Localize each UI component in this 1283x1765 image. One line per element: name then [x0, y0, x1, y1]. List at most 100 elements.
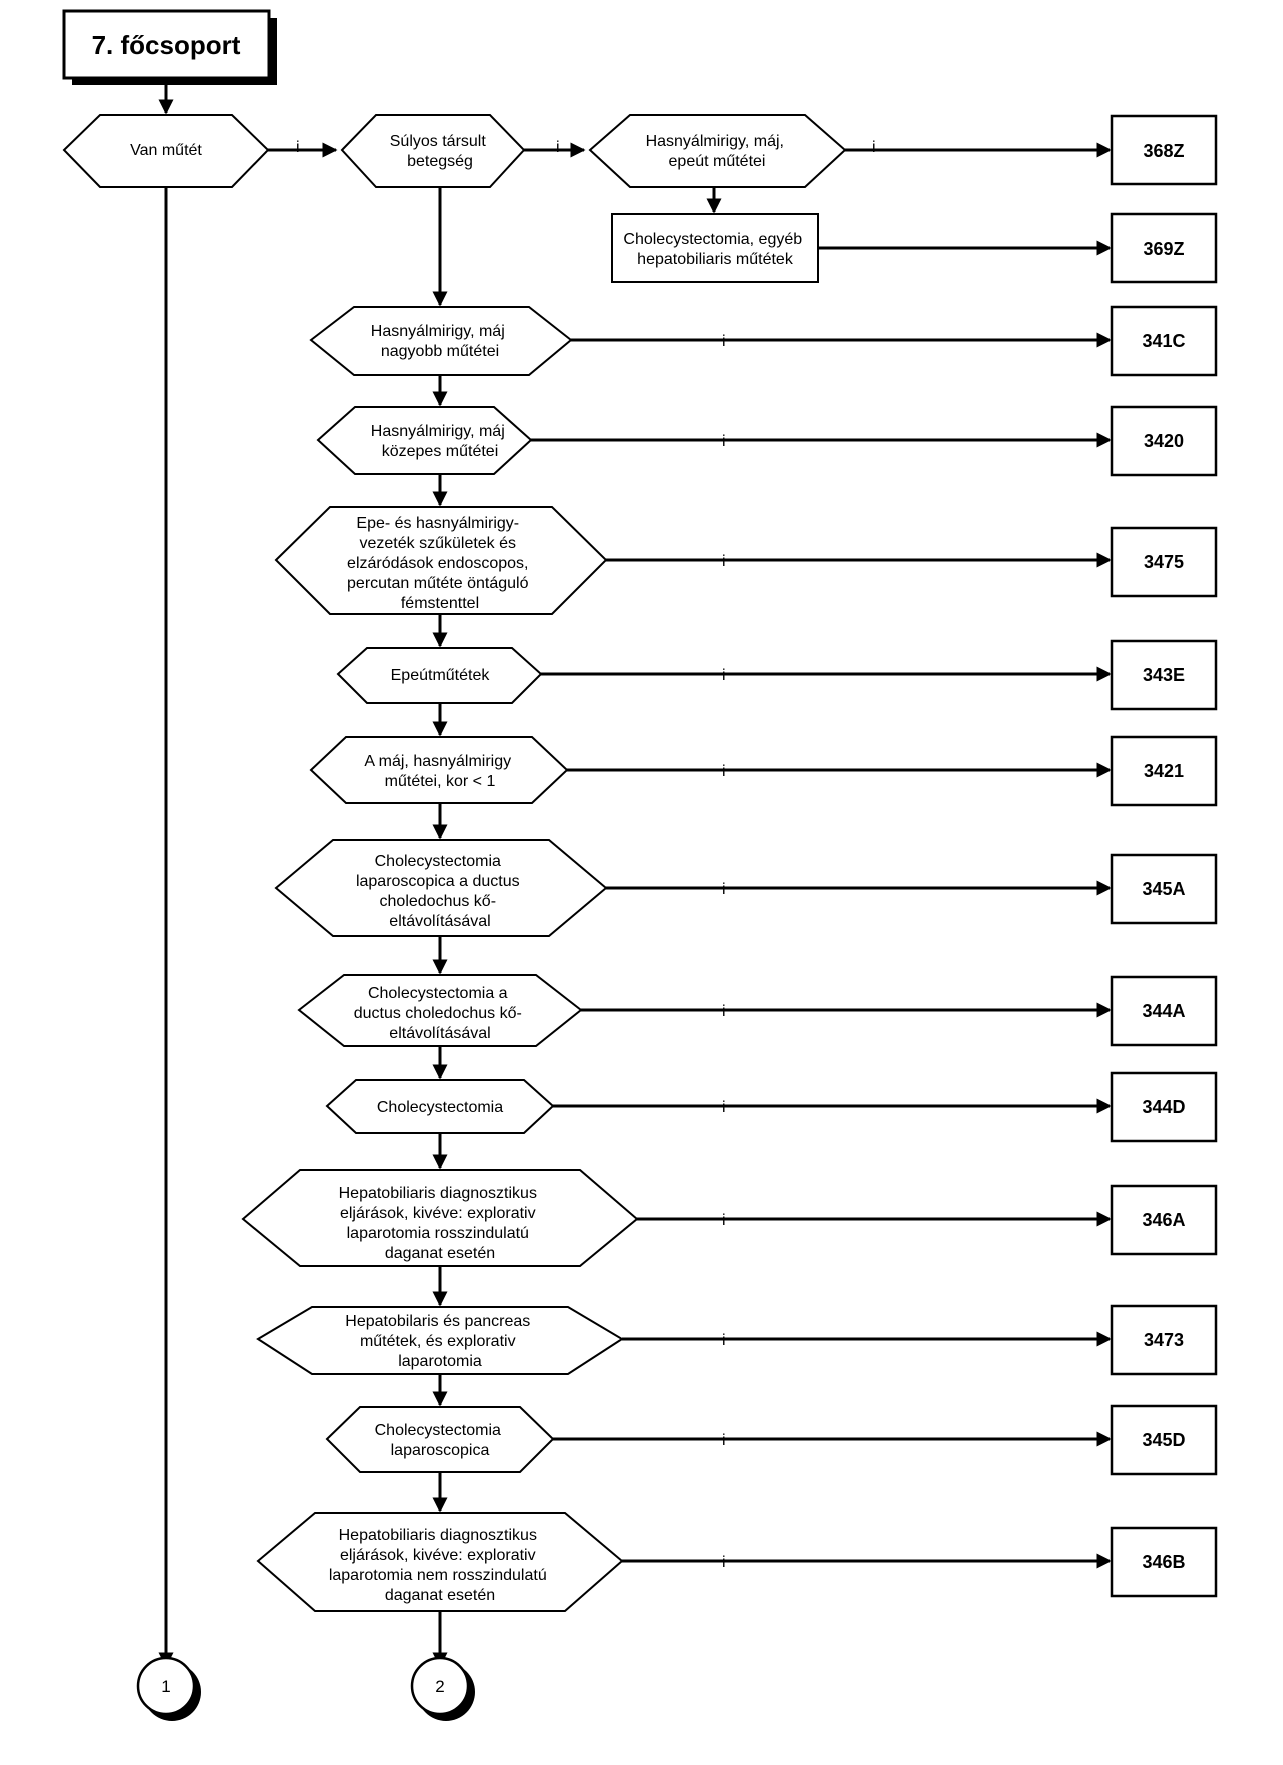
connector-label: 2: [435, 1677, 444, 1696]
code-label: 344D: [1142, 1097, 1185, 1117]
decision-diagnosztikus-nem-rosszindulatu: Hepatobiliaris diagnosztikus eljárások, …: [256, 1512, 624, 1612]
node-line: Hasnyálmirigy, máj: [371, 323, 505, 340]
yes-label: i: [296, 139, 300, 156]
node-line: daganat esetén: [385, 1587, 495, 1604]
svg-text:Cholecystectomia: Cholecystectomia: [377, 1099, 503, 1116]
svg-text:Epeútműtétek: Epeútműtétek: [391, 667, 491, 684]
node-line: percutan műtéte öntáguló: [347, 575, 529, 592]
node-line: choledochus kő-: [380, 893, 497, 910]
process-cholecystectomia-egyeb: Cholecystectomia, egyéb hepatobiliaris m…: [611, 213, 819, 283]
node-line: ductus choledochus kő-: [354, 1005, 522, 1022]
result-box-368z: 368Z: [1110, 114, 1218, 186]
result-box-344a: 344A: [1110, 975, 1218, 1047]
node-line: hepatobiliaris műtétek: [637, 251, 794, 268]
svg-text:Hepatobilaris és pancreas: Hepatobilaris és pancreas műtétek, és ex…: [345, 1313, 534, 1370]
decision-endoscopos-femstent: Epe- és hasnyálmirigy- vezeték szűkülete…: [274, 506, 608, 615]
decision-sulyos-tarsult-betegseg: Súlyos társult betegség: [340, 114, 526, 188]
node-line: elzáródások endoscopos,: [347, 555, 528, 572]
svg-text:Hepatobiliaris diagnosztikus: Hepatobiliaris diagnosztikus eljárások, …: [339, 1185, 542, 1262]
node-line: Hepatobiliaris diagnosztikus: [339, 1185, 537, 1202]
code-label: 345D: [1142, 1430, 1185, 1450]
node-line: Hasnyálmirigy, máj,: [646, 133, 784, 150]
yes-label: i: [722, 667, 726, 684]
code-label: 346A: [1142, 1210, 1185, 1230]
code-label: 344A: [1142, 1001, 1185, 1021]
connector-2: 2: [410, 1656, 475, 1721]
result-box-346a: 346A: [1110, 1184, 1218, 1256]
node-line: eltávolításával: [389, 1025, 490, 1042]
node-line: műtétek, és explorativ: [360, 1333, 516, 1350]
decision-laparoscopica-ko-eltavolitas: Cholecystectomia laparoscopica a ductus …: [274, 839, 608, 937]
result-box-344d: 344D: [1110, 1071, 1218, 1143]
node-line: daganat esetén: [385, 1245, 495, 1262]
node-line: műtétei, kor < 1: [385, 773, 496, 790]
node-line: Hepatobilaris és pancreas: [345, 1313, 530, 1330]
yes-label: i: [722, 881, 726, 898]
node-line: Cholecystectomia a: [368, 985, 508, 1002]
code-label: 341C: [1142, 331, 1185, 351]
svg-text:A máj, hasnyálmirigy műt: A máj, hasnyálmirigy műtétei, kor < 1: [364, 753, 515, 790]
decision-cholecystectomia: Cholecystectomia: [325, 1079, 555, 1134]
decision-kozepes-mutetei: Hasnyálmirigy, máj közepes műtétei: [316, 406, 533, 475]
svg-text:Epe- és hasnyálmirigy- v: Epe- és hasnyálmirigy- vezeték szűkülete…: [347, 515, 533, 612]
node-line: laparotomia nem rosszindulatú: [329, 1567, 547, 1584]
code-label: 345A: [1142, 879, 1185, 899]
yes-label: i: [722, 333, 726, 350]
svg-text:Cholecystectomia laparos: Cholecystectomia laparoscopica: [375, 1422, 506, 1459]
yes-label: i: [722, 1003, 726, 1020]
svg-text:Súlyos társult betegség: Súlyos társult betegség: [390, 133, 491, 170]
connector-1: 1: [136, 1656, 201, 1721]
node-line: eljárások, kivéve: explorativ: [340, 1205, 536, 1222]
yes-label: i: [872, 139, 876, 156]
node-line: laparoscopica: [391, 1442, 490, 1459]
result-box-341c: 341C: [1110, 305, 1218, 377]
code-label: 3475: [1144, 552, 1184, 572]
decision-diagnosztikus-rosszindulatu: Hepatobiliaris diagnosztikus eljárások, …: [241, 1169, 639, 1267]
svg-text:Hasnyálmirigy, máj közep: Hasnyálmirigy, máj közepes műtétei: [371, 423, 509, 460]
decision-nagyobb-mutetei: Hasnyálmirigy, máj nagyobb műtétei: [309, 306, 573, 376]
yes-label: i: [722, 1332, 726, 1349]
yes-label: i: [722, 1212, 726, 1229]
yes-label: i: [722, 1554, 726, 1571]
yes-label: i: [722, 433, 726, 450]
svg-text:Van műtét: Van műtét: [130, 142, 202, 159]
connector-lines: [158, 78, 1112, 1668]
node-line: laparotomia rosszindulatú: [347, 1225, 529, 1242]
decision-kor-kisebb-1: A máj, hasnyálmirigy műtétei, kor < 1: [309, 736, 569, 804]
connector-label: 1: [161, 1677, 170, 1696]
result-box-345d: 345D: [1110, 1404, 1218, 1476]
node-line: Súlyos társult: [390, 133, 487, 150]
node-line: fémstenttel: [401, 595, 479, 612]
result-box-346b: 346B: [1110, 1526, 1218, 1598]
code-label: 3420: [1144, 431, 1184, 451]
node-line: Epe- és hasnyálmirigy-: [356, 515, 519, 532]
code-label: 346B: [1142, 1552, 1185, 1572]
node-line: Van műtét: [130, 142, 202, 159]
code-label: 343E: [1143, 665, 1185, 685]
code-label: 368Z: [1143, 141, 1184, 161]
svg-text:Hasnyálmirigy, máj nagyo: Hasnyálmirigy, máj nagyobb műtétei: [371, 323, 509, 360]
node-line: Cholecystectomia: [377, 1099, 503, 1116]
yes-label: i: [722, 1099, 726, 1116]
node-line: Hasnyálmirigy, máj: [371, 423, 505, 440]
node-line: betegség: [407, 153, 473, 170]
code-label: 3473: [1144, 1330, 1184, 1350]
title-box: 7. főcsoport: [62, 9, 277, 85]
result-box-3473: 3473: [1110, 1304, 1218, 1376]
page-title: 7. főcsoport: [92, 30, 241, 60]
yes-label: i: [556, 139, 560, 156]
node-line: vezeték szűkületek és: [360, 535, 517, 552]
decision-epeutmutetek: Epeútműtétek: [336, 647, 543, 704]
node-line: eltávolításával: [389, 913, 490, 930]
node-line: nagyobb műtétei: [381, 343, 499, 360]
svg-text:Cholecystectomia laparos: Cholecystectomia laparoscopica a ductus …: [356, 853, 524, 930]
decision-hasnyalmirigy-epeut: Hasnyálmirigy, máj, epeút műtétei: [588, 114, 847, 188]
yes-label: i: [722, 763, 726, 780]
result-box-3421: 3421: [1110, 735, 1218, 807]
node-line: Epeútműtétek: [391, 667, 491, 684]
decision-cholecystectomia-laparoscopica: Cholecystectomia laparoscopica: [325, 1406, 555, 1473]
node-line: epeút műtétei: [669, 153, 766, 170]
yes-label: i: [722, 1432, 726, 1449]
result-box-345a: 345A: [1110, 853, 1218, 925]
node-line: közepes műtétei: [382, 443, 499, 460]
